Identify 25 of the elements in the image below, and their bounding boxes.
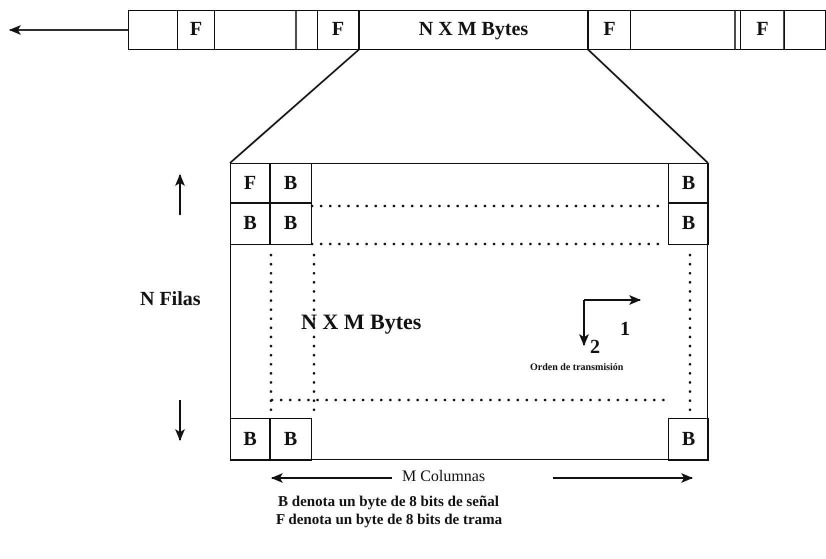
byte-field: B xyxy=(230,418,270,461)
caption-text: Orden de transmisión xyxy=(530,362,624,373)
data-stream-bar xyxy=(128,10,826,50)
byte-field: F xyxy=(740,10,785,50)
dimension-label: N Filas xyxy=(140,288,201,311)
byte-field: F xyxy=(230,162,270,204)
byte-field: F xyxy=(588,10,631,50)
byte-field: B xyxy=(269,162,312,204)
payload-field: N X M Bytes xyxy=(359,10,588,50)
expansion-line xyxy=(587,48,709,164)
frame-box xyxy=(230,163,708,460)
byte-field: B xyxy=(230,202,270,245)
step-number: 2 xyxy=(590,336,600,359)
byte-field: B xyxy=(668,162,709,204)
note-text: B denota un byte de 8 bits de señal xyxy=(278,494,499,511)
arrow xyxy=(9,25,128,35)
byte-field: B xyxy=(269,202,312,245)
byte-field: B xyxy=(668,418,709,461)
byte-field: F xyxy=(177,10,215,50)
byte-field: F xyxy=(317,10,359,50)
byte-field: B xyxy=(668,202,709,245)
expansion-line xyxy=(229,48,360,164)
note-text: F denota un byte de 8 bits de trama xyxy=(276,512,502,529)
step-number: 1 xyxy=(620,318,630,341)
byte-field: B xyxy=(269,418,312,461)
